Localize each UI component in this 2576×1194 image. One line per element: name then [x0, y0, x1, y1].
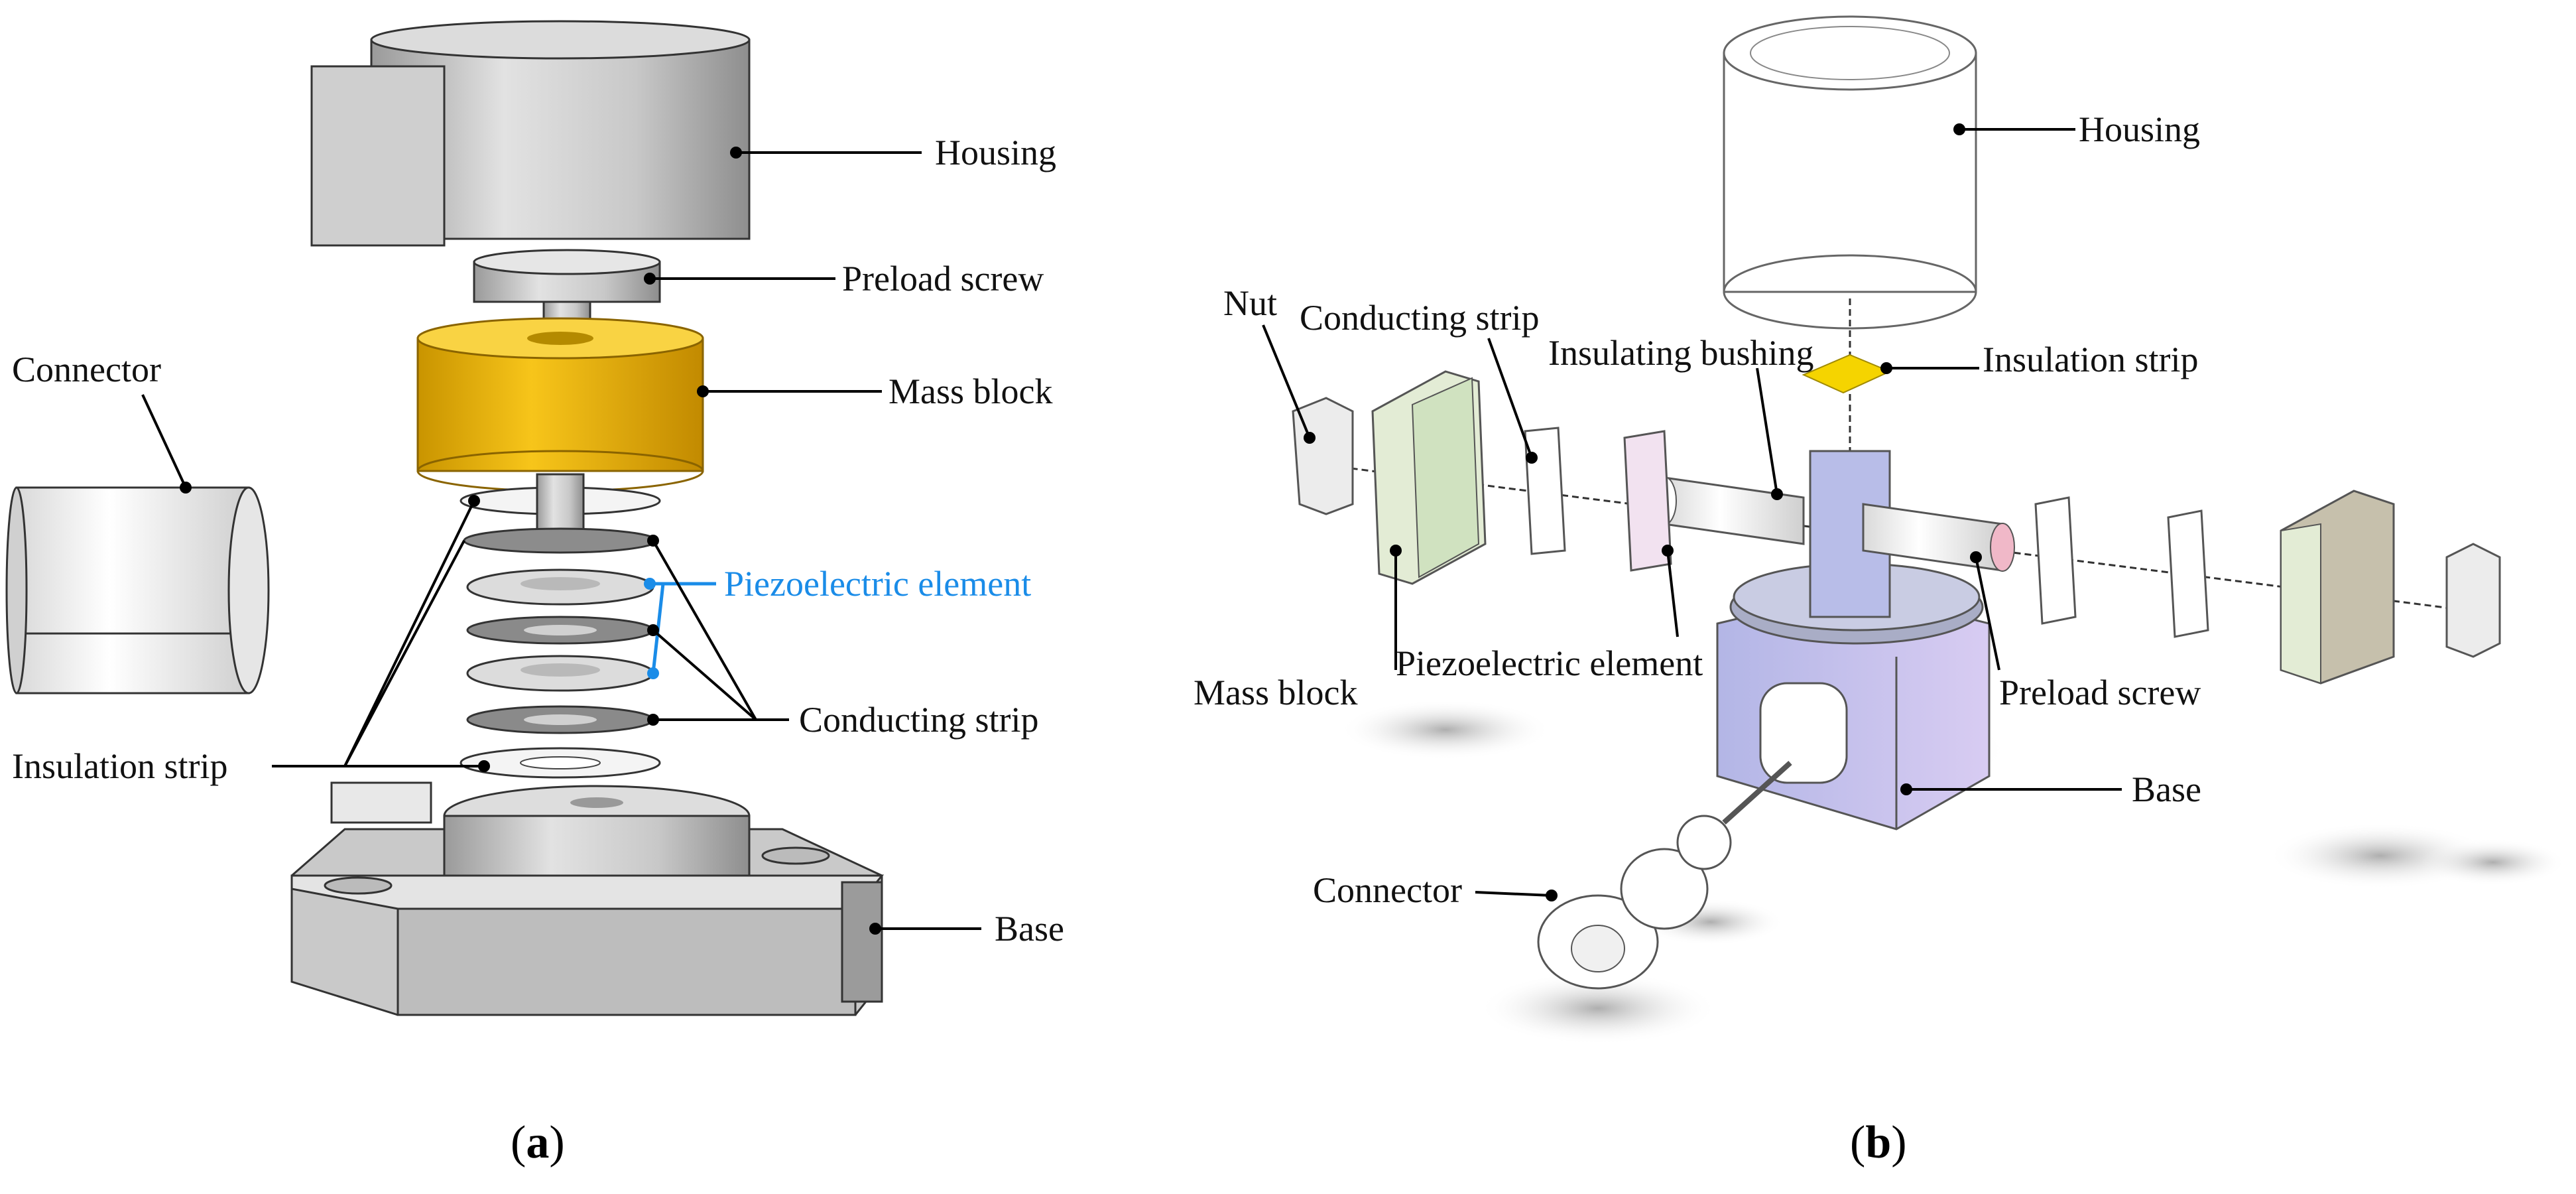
- preload-screw-part-b: [1862, 503, 2015, 572]
- label-b-connector: Connector: [1313, 870, 1462, 910]
- label-b-mass-block: Mass block: [1194, 673, 1357, 712]
- mass-block-right-part-b: [2280, 490, 2395, 685]
- panel-a: Housing Preload screw Mass block Connect…: [5, 20, 1064, 1168]
- nut-right-part-b: [2445, 543, 2501, 658]
- leaders-b: [1262, 123, 2122, 901]
- label-a-piezoelectric-element: Piezoelectric element: [724, 564, 1031, 604]
- label-a-conducting-strip: Conducting strip: [799, 700, 1039, 740]
- insulating-bushing-part-b: [1652, 476, 1805, 545]
- connector-part-a: [5, 486, 270, 695]
- label-a-mass-block: Mass block: [889, 371, 1052, 411]
- conducting-strip-left-part-b: [1524, 427, 1566, 555]
- piezoelectric-element-part-b: [1623, 430, 1672, 572]
- caption-a: (a): [511, 1117, 565, 1168]
- label-a-base: Base: [995, 909, 1064, 949]
- housing-part-a: [310, 20, 751, 247]
- leaders-a: [141, 147, 981, 935]
- mass-block-left-part-b: [1371, 370, 1487, 585]
- caption-b: (b): [1850, 1117, 1907, 1168]
- label-b-piezoelectric-element: Piezoelectric element: [1396, 643, 1703, 683]
- label-a-connector: Connector: [12, 350, 161, 389]
- disc-stack-a: [460, 473, 661, 779]
- connector-part-b: [1537, 761, 1792, 990]
- piezoelectric-element-right-part-b: [2034, 496, 2077, 625]
- housing-part-b: [1723, 15, 1977, 330]
- panel-b: Housing Nut Conducting strip Insulating …: [1194, 15, 2566, 1168]
- label-b-insulating-bushing: Insulating bushing: [1548, 333, 1814, 373]
- mass-block-part-a: [416, 317, 704, 492]
- label-b-preload-screw: Preload screw: [1999, 673, 2201, 712]
- label-a-housing: Housing: [935, 133, 1056, 172]
- label-b-housing: Housing: [2079, 109, 2200, 149]
- label-a-preload-screw: Preload screw: [842, 259, 1044, 298]
- label-b-base: Base: [2132, 769, 2201, 809]
- label-b-insulation-strip: Insulation strip: [1983, 340, 2198, 379]
- label-a-insulation-strip: Insulation strip: [12, 746, 227, 786]
- base-part-a: [290, 781, 885, 1016]
- conducting-strip-right-part-b: [2167, 509, 2209, 638]
- label-b-nut: Nut: [1223, 283, 1277, 323]
- label-b-conducting-strip: Conducting strip: [1300, 298, 1540, 338]
- insulation-strip-part-b: [1802, 354, 1892, 394]
- nut-left-part-b: [1292, 397, 1354, 515]
